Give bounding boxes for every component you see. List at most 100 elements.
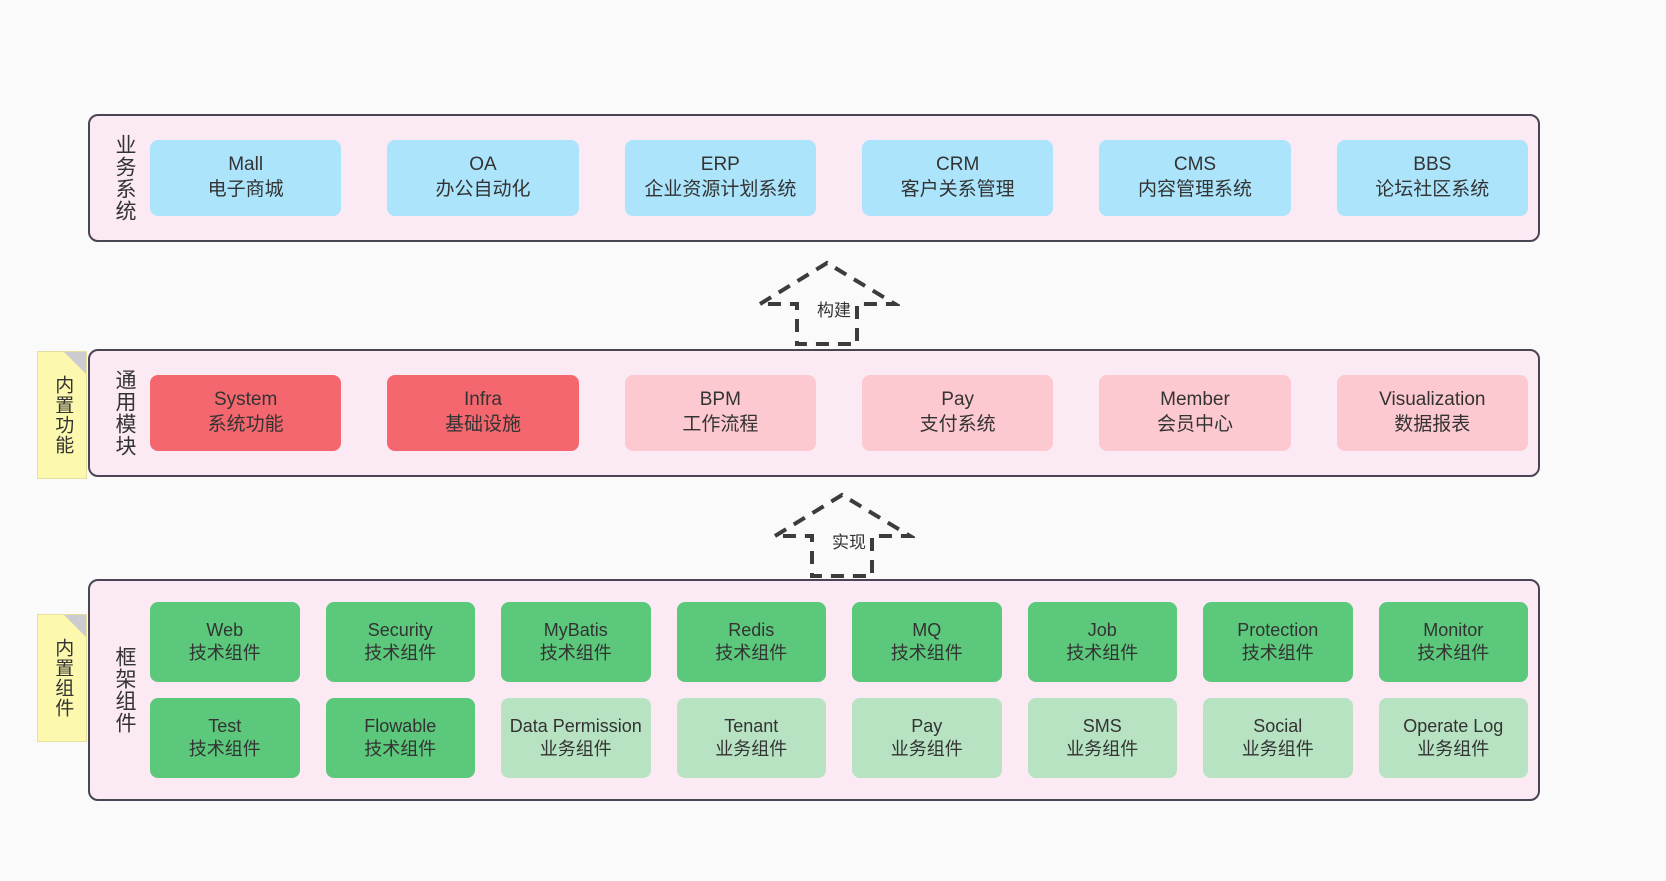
card-title: CRM	[936, 154, 980, 176]
card-subtitle: 业务组件	[1417, 739, 1490, 759]
card-mq[interactable]: MQ 技术组件	[852, 602, 1002, 682]
card-operate-log[interactable]: Operate Log 业务组件	[1378, 698, 1528, 778]
card-subtitle: 支付系统	[919, 414, 996, 435]
layer-business-systems: 业务系统 Mall 电子商城 OA 办公自动化 ERP 企业资源计划系统 CRM…	[88, 114, 1540, 242]
card-data-permission[interactable]: Data Permission 业务组件	[501, 698, 651, 778]
card-title: CMS	[1173, 154, 1217, 176]
card-title: Pay	[941, 389, 975, 411]
card-erp[interactable]: ERP 企业资源计划系统	[624, 140, 816, 216]
card-crm[interactable]: CRM 客户关系管理	[861, 140, 1054, 216]
card-subtitle: 会员中心	[1156, 414, 1233, 435]
card-row: Mall 电子商城 OA 办公自动化 ERP 企业资源计划系统 CRM 客户关系…	[150, 140, 1528, 216]
card-title: System	[213, 389, 278, 411]
card-protection[interactable]: Protection 技术组件	[1203, 602, 1353, 682]
card-title: BPM	[699, 389, 741, 411]
layer-body-common-modules: System 系统功能 Infra 基础设施 BPM 工作流程 Pay 支付系统…	[136, 375, 1528, 451]
card-social[interactable]: Social 业务组件	[1203, 698, 1353, 778]
card-row: Test 技术组件 Flowable 技术组件 Data Permission …	[150, 698, 1528, 778]
arrow-build: 构建	[755, 256, 900, 348]
card-test[interactable]: Test 技术组件	[150, 698, 300, 778]
sticky-tag-label: 内置组件	[52, 638, 74, 718]
card-subtitle: 企业资源计划系统	[644, 179, 797, 200]
arrow-label-implement: 实现	[832, 533, 866, 552]
card-subtitle: 业务组件	[715, 739, 788, 759]
card-sms[interactable]: SMS 业务组件	[1027, 698, 1177, 778]
layer-label-common-modules: 通用模块	[113, 369, 136, 457]
card-pay-module[interactable]: Pay 支付系统	[861, 375, 1054, 451]
card-redis[interactable]: Redis 技术组件	[676, 602, 826, 682]
card-subtitle: 技术组件	[364, 643, 437, 663]
card-subtitle: 数据报表	[1394, 414, 1471, 435]
card-title: MQ	[912, 619, 942, 640]
card-title: Job	[1087, 619, 1117, 640]
card-infra[interactable]: Infra 基础设施	[387, 375, 579, 451]
card-title: Social	[1253, 715, 1303, 736]
card-title: Redis	[728, 619, 775, 640]
layer-common-modules: 通用模块 System 系统功能 Infra 基础设施 BPM 工作流程 Pay…	[88, 349, 1540, 477]
card-subtitle: 基础设施	[444, 414, 521, 435]
card-oa[interactable]: OA 办公自动化	[387, 140, 579, 216]
dashed-up-arrow-icon	[755, 260, 900, 346]
card-subtitle: 业务组件	[1241, 739, 1314, 759]
card-row: System 系统功能 Infra 基础设施 BPM 工作流程 Pay 支付系统…	[150, 375, 1528, 451]
card-subtitle: 业务组件	[539, 739, 612, 759]
card-title: MyBatis	[543, 619, 608, 640]
card-title: Member	[1160, 389, 1230, 411]
card-title: Security	[367, 619, 433, 640]
card-subtitle: 电子商城	[207, 179, 284, 200]
card-subtitle: 技术组件	[539, 643, 612, 663]
card-title: Pay	[911, 715, 943, 736]
card-web[interactable]: Web 技术组件	[150, 602, 300, 682]
card-title: SMS	[1082, 715, 1122, 736]
card-system[interactable]: System 系统功能	[150, 375, 342, 451]
card-bbs[interactable]: BBS 论坛社区系统	[1336, 140, 1528, 216]
card-subtitle: 内容管理系统	[1137, 179, 1252, 200]
card-title: BBS	[1413, 154, 1452, 176]
card-subtitle: 业务组件	[890, 739, 963, 759]
sticky-tag-label: 内置功能	[52, 375, 74, 455]
card-subtitle: 技术组件	[364, 739, 437, 759]
card-pay-component[interactable]: Pay 业务组件	[852, 698, 1002, 778]
sticky-tag-builtin-components: 内置组件	[37, 614, 87, 742]
card-mybatis[interactable]: MyBatis 技术组件	[501, 602, 651, 682]
card-subtitle: 论坛社区系统	[1375, 179, 1490, 200]
card-title: Monitor	[1423, 619, 1484, 640]
card-title: OA	[469, 154, 497, 176]
card-tenant[interactable]: Tenant 业务组件	[676, 698, 826, 778]
card-monitor[interactable]: Monitor 技术组件	[1378, 602, 1528, 682]
card-visualization[interactable]: Visualization 数据报表	[1336, 375, 1528, 451]
card-title: Infra	[463, 389, 502, 411]
layer-framework-components: 框架组件 Web 技术组件 Security 技术组件 MyBatis 技术组件…	[88, 579, 1540, 801]
card-title: Data Permission	[509, 715, 642, 736]
card-subtitle: 技术组件	[715, 643, 788, 663]
card-bpm[interactable]: BPM 工作流程	[624, 375, 816, 451]
card-subtitle: 技术组件	[1417, 643, 1490, 663]
card-subtitle: 业务组件	[1066, 739, 1139, 759]
card-mall[interactable]: Mall 电子商城	[150, 140, 342, 216]
card-job[interactable]: Job 技术组件	[1027, 602, 1177, 682]
card-title: Tenant	[724, 715, 779, 736]
card-title: Test	[208, 715, 242, 736]
card-subtitle: 办公自动化	[435, 179, 531, 200]
card-row: Web 技术组件 Security 技术组件 MyBatis 技术组件 Redi…	[150, 602, 1528, 682]
card-title: Flowable	[364, 715, 437, 736]
arrow-label-build: 构建	[817, 301, 851, 320]
layer-body-framework-components: Web 技术组件 Security 技术组件 MyBatis 技术组件 Redi…	[136, 602, 1528, 778]
card-security[interactable]: Security 技术组件	[325, 602, 475, 682]
card-title: Protection	[1237, 619, 1319, 640]
card-flowable[interactable]: Flowable 技术组件	[325, 698, 475, 778]
arrow-implement: 实现	[770, 488, 915, 580]
card-title: Operate Log	[1403, 715, 1504, 736]
card-subtitle: 工作流程	[682, 414, 759, 435]
card-title: Web	[206, 619, 244, 640]
layer-body-business-systems: Mall 电子商城 OA 办公自动化 ERP 企业资源计划系统 CRM 客户关系…	[136, 140, 1528, 216]
layer-label-framework-components: 框架组件	[113, 646, 136, 734]
card-subtitle: 技术组件	[1241, 643, 1314, 663]
card-cms[interactable]: CMS 内容管理系统	[1099, 140, 1291, 216]
card-member[interactable]: Member 会员中心	[1099, 375, 1291, 451]
card-title: Visualization	[1379, 389, 1486, 411]
sticky-tag-builtin-features: 内置功能	[37, 351, 87, 479]
card-subtitle: 技术组件	[1066, 643, 1139, 663]
dashed-up-arrow-icon	[770, 492, 915, 578]
card-title: ERP	[700, 154, 740, 176]
